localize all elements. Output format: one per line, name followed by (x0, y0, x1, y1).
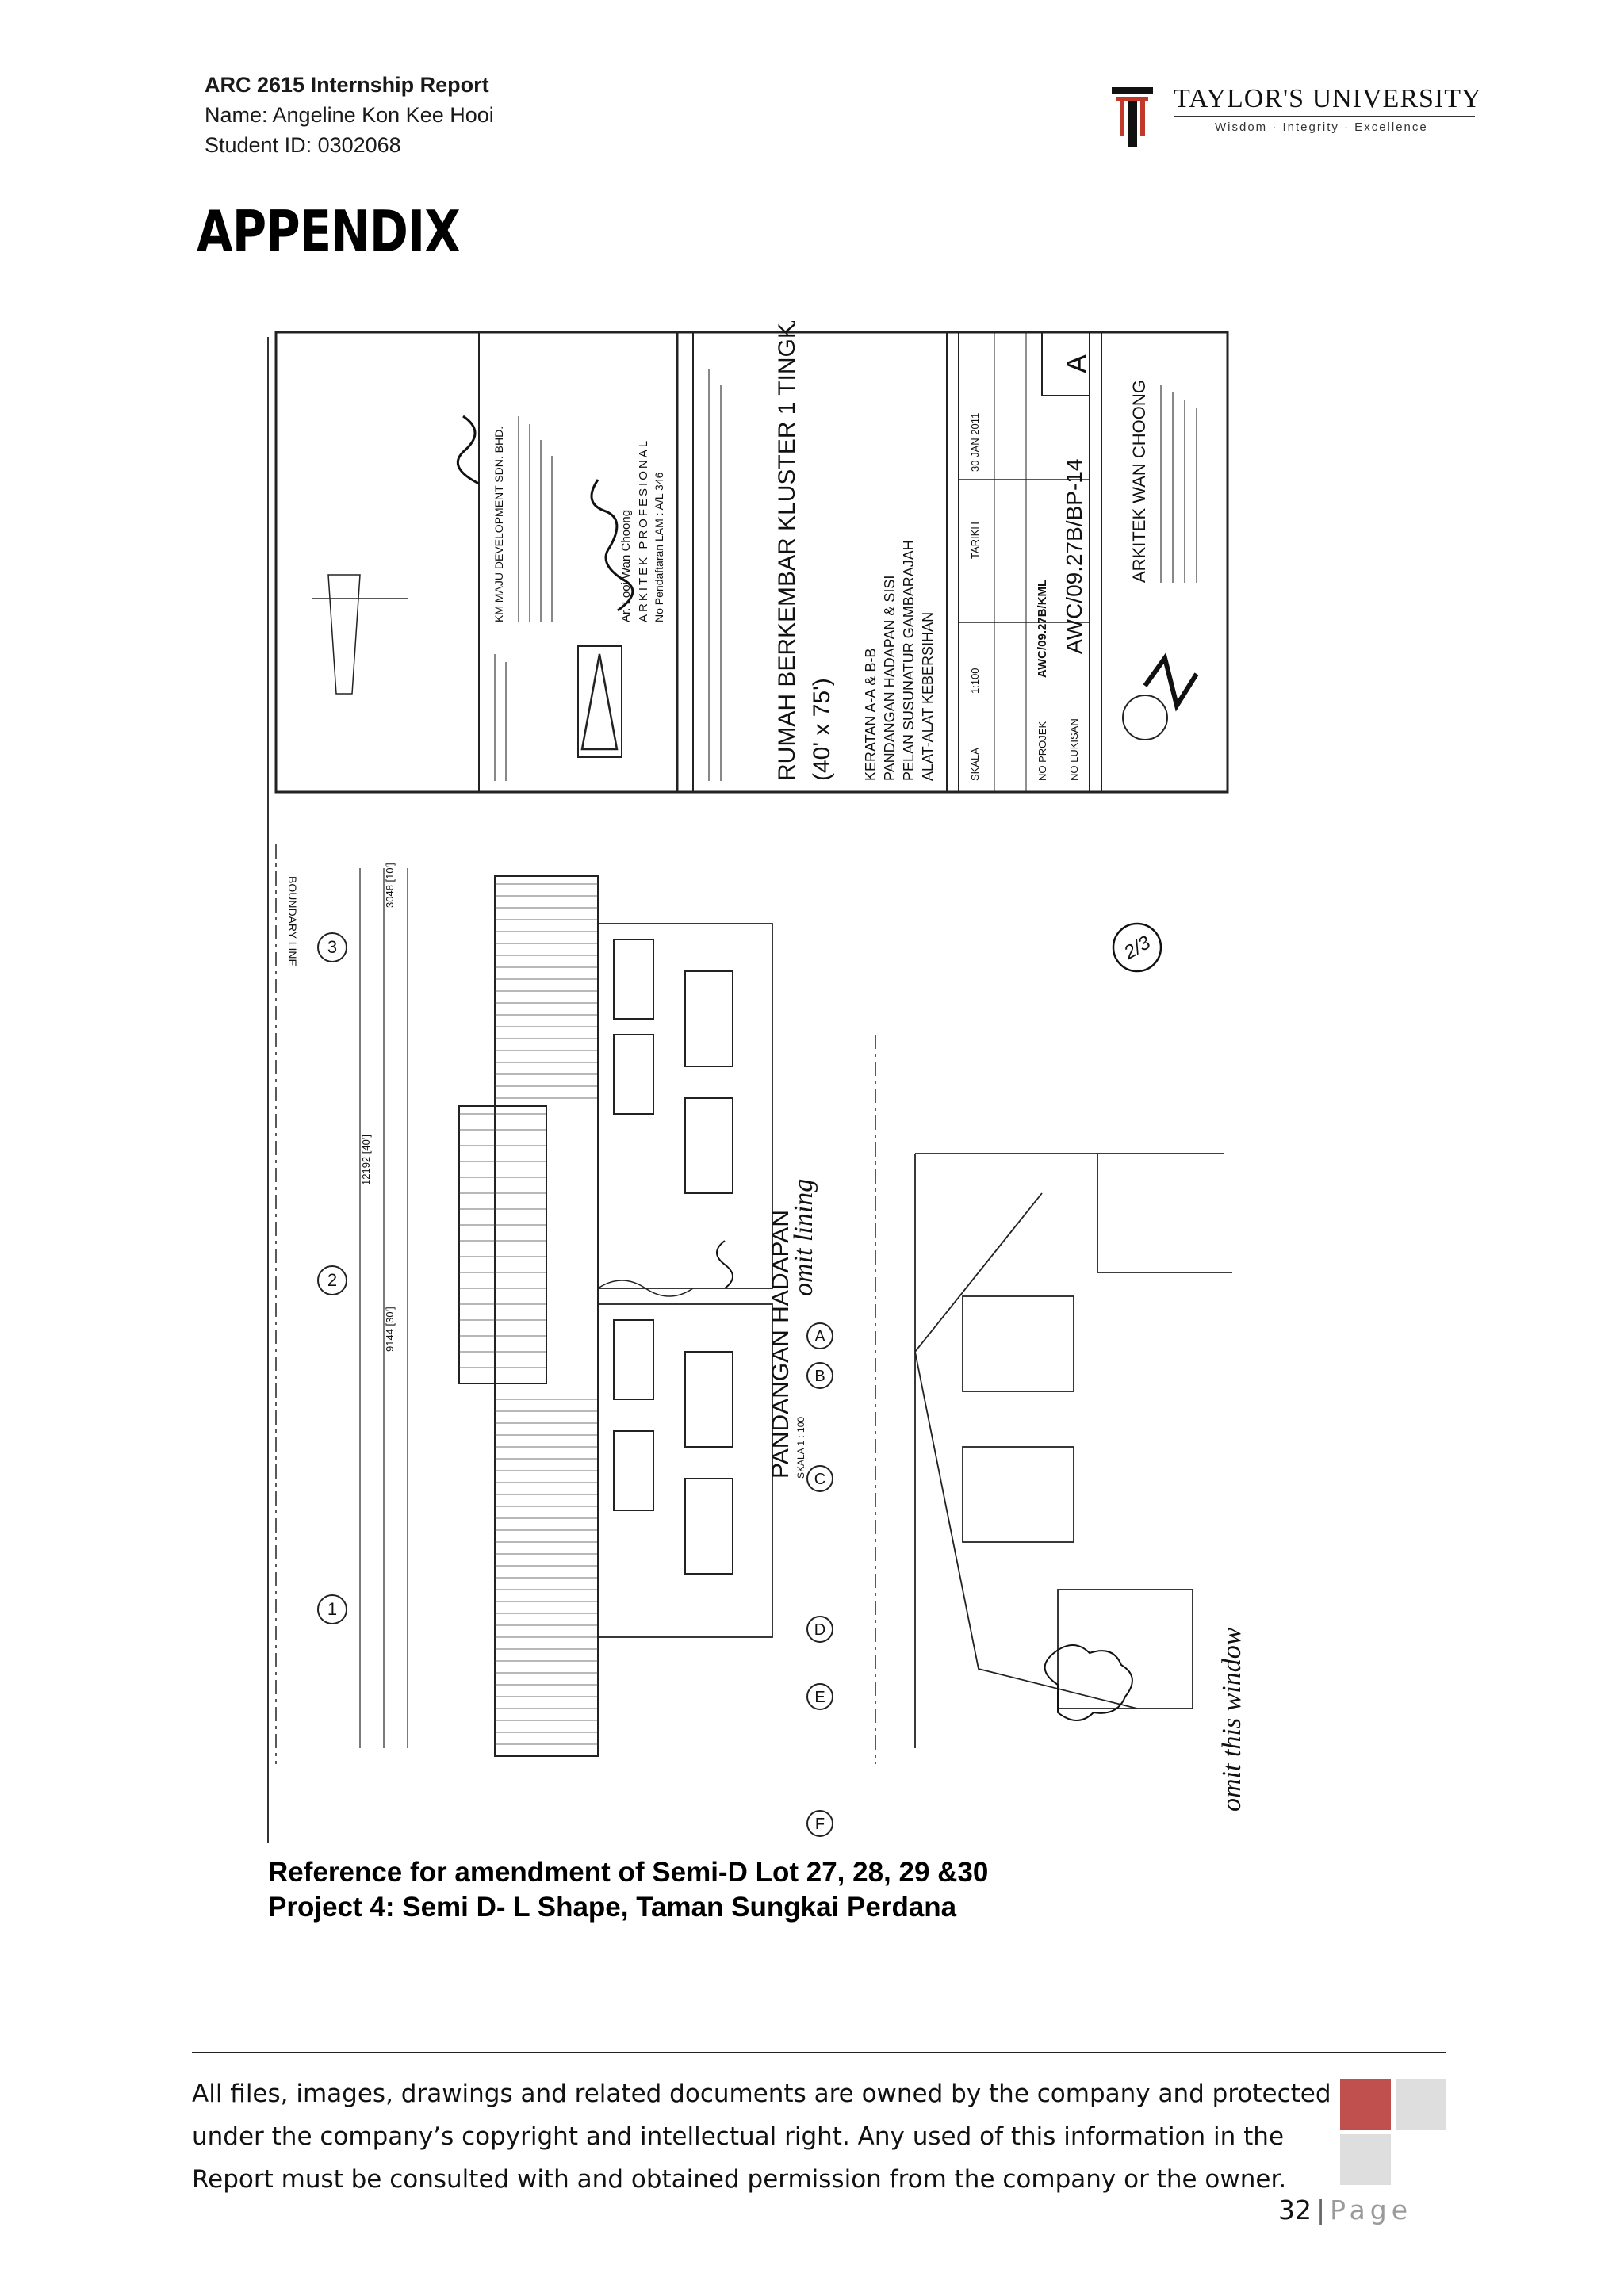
revision-letter: A (1060, 354, 1093, 373)
logo-name: TAYLOR'S UNIVERSITY (1174, 84, 1482, 113)
grid-2: 2 (327, 1270, 337, 1290)
scale-label: SKALA (969, 748, 981, 781)
grid-3: 3 (327, 937, 337, 957)
footer-gray-square (1396, 2079, 1446, 2130)
student-name: Name: Angeline Kon Kee Hooi (205, 103, 494, 127)
caption-line-2: Project 4: Semi D- L Shape, Taman Sungka… (268, 1892, 957, 1923)
plot-size: (40' x 75') (809, 678, 835, 781)
note-omit-lining: omit lining (789, 1179, 818, 1296)
architect-firm: ARKITEK WAN CHOONG (1129, 380, 1149, 583)
grid-1: 1 (327, 1599, 337, 1619)
page-title: APPENDIX (197, 198, 461, 265)
report-header: ARC 2615 Internship Report Name: Angelin… (205, 70, 494, 160)
elevation-title: PANDANGAN HADAPAN (768, 1210, 794, 1479)
page-label: Page (1330, 2195, 1413, 2225)
page-separator: | (1316, 2195, 1326, 2225)
developer-name: KM MAJU DEVELOPMENT SDN. BHD. (492, 427, 505, 622)
project-number: AWC/09.27B/KML (1036, 580, 1049, 678)
grid-b: B (814, 1368, 825, 1385)
date-value: 30 JAN 2011 (969, 413, 981, 472)
copyright-notice: All files, images, drawings and related … (192, 2080, 1331, 2194)
architect-professional: ARKITEK PROFESIONAL (637, 438, 650, 622)
drawing-title-4: ALAT-ALAT KEBERSIHAN (920, 612, 936, 781)
drawing-title-1: KERATAN A-A & B-B (863, 649, 879, 781)
footer-gray-square-lower (1340, 2134, 1391, 2185)
front-elevation: BOUNDARY LINE 3 2 1 A B C D E F 12192 [4… (275, 844, 1247, 1837)
logo-rule (1174, 116, 1475, 117)
sheet-mark: 2/3 (1120, 932, 1155, 964)
drawing-title-3: PELAN SUSUNATUR GAMBARAJAH (901, 540, 917, 781)
title-block: A RUMAH BERKEMBAR KLUSTER 1 TINGKAT (40'… (274, 321, 1229, 794)
grid-e: E (814, 1689, 825, 1706)
boundary-line-label: BOUNDARY LINE (286, 876, 299, 966)
scale-value: 1:100 (969, 668, 981, 694)
project-title: RUMAH BERKEMBAR KLUSTER 1 TINGKAT (774, 321, 800, 781)
grid-d: D (814, 1621, 825, 1639)
architect-name: Ar. Looi Wan Choong (619, 510, 633, 622)
footer-divider (192, 2052, 1446, 2053)
logo-motto: Wisdom · Integrity · Excellence (1215, 121, 1428, 134)
student-id: Student ID: 0302068 (205, 133, 401, 157)
page-number-value: 32 (1278, 2195, 1312, 2225)
university-logo: TAYLOR'S UNIVERSITY Wisdom · Integrity ·… (1112, 79, 1481, 147)
grid-c: C (814, 1471, 825, 1488)
note-omit-window: omit this window (1217, 1627, 1247, 1812)
dimension-c: 3048 [10'] (384, 863, 396, 908)
drawing-title-2: PANDANGAN HADAPAN & SISI (882, 576, 898, 781)
footer-red-square (1340, 2079, 1391, 2130)
dimension-a: 12192 [40'] (360, 1135, 372, 1185)
university-crest-icon (1112, 87, 1153, 147)
grid-f: F (815, 1816, 825, 1833)
date-label: TARIKH (969, 522, 981, 559)
drawing-number: AWC/09.27B/BP-14 (1062, 459, 1086, 654)
elevation-scale: SKALA 1 : 100 (795, 1417, 806, 1479)
drawing-no-label: NO LUKISAN (1068, 718, 1080, 781)
page-number: 32|Page (1278, 2195, 1412, 2225)
grid-a: A (814, 1328, 825, 1345)
caption-line-1: Reference for amendment of Semi-D Lot 27… (268, 1857, 989, 1888)
course-title: ARC 2615 Internship Report (205, 73, 489, 97)
dimension-b: 9144 [30'] (384, 1307, 396, 1352)
registration-number: No Pendaftaran LAM : A/L 346 (653, 472, 665, 622)
drawing-caption: Reference for amendment of Semi-D Lot 27… (268, 1855, 988, 1925)
architectural-drawing: A RUMAH BERKEMBAR KLUSTER 1 TINGKAT (40'… (267, 321, 1247, 1843)
project-no-label: NO PROJEK (1036, 721, 1048, 781)
